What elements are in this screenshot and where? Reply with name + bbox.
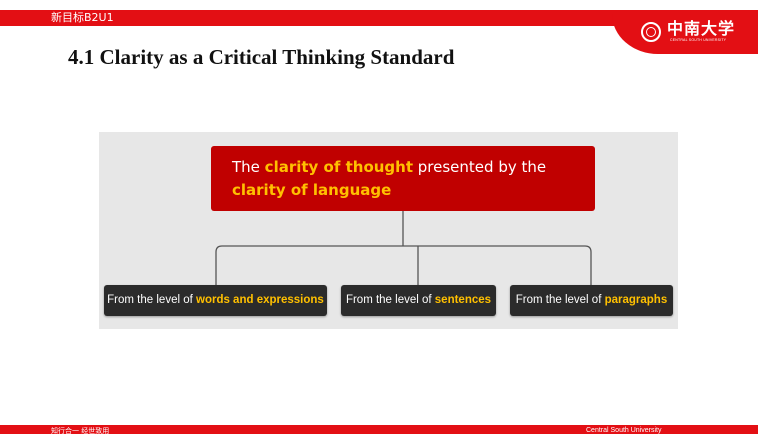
level-box-paragraphs: From the level of paragraphs — [510, 285, 673, 316]
course-tag: 新目标B2U1 — [51, 11, 114, 24]
connector-lines — [215, 211, 592, 285]
main-highlight-thought: clarity of thought — [264, 158, 414, 176]
main-concept-box: The clarity of thought presented by the … — [211, 146, 595, 211]
level-prefix: From the level of — [107, 294, 196, 306]
level-highlight-words: words and expressions — [196, 294, 324, 306]
header-bar — [0, 10, 758, 26]
university-seal-icon — [641, 22, 661, 42]
footer-motto: 知行合一 经世致用 — [51, 427, 110, 435]
footer-university: Central South University — [586, 427, 662, 434]
university-logo-english: CENTRAL SOUTH UNIVERSITY — [670, 38, 727, 42]
concept-diagram: The clarity of thought presented by the … — [99, 132, 678, 329]
main-highlight-language: clarity of language — [232, 181, 392, 199]
level-box-sentences: From the level of sentences — [341, 285, 496, 316]
footer-bar — [0, 425, 758, 434]
university-logo-name: 中南大学 — [667, 19, 736, 38]
main-text-1: The — [232, 158, 265, 176]
level-prefix: From the level of — [345, 294, 435, 306]
level-highlight-sentences: sentences — [434, 294, 492, 306]
slide-title: 4.1 Clarity as a Critical Thinking Stand… — [68, 45, 455, 69]
logo-tab — [612, 10, 758, 54]
level-box-words: From the level of words and expressions — [104, 285, 327, 316]
level-highlight-paragraphs: paragraphs — [604, 294, 668, 306]
main-text-2: presented by the — [413, 158, 547, 176]
level-prefix: From the level of — [515, 294, 605, 306]
